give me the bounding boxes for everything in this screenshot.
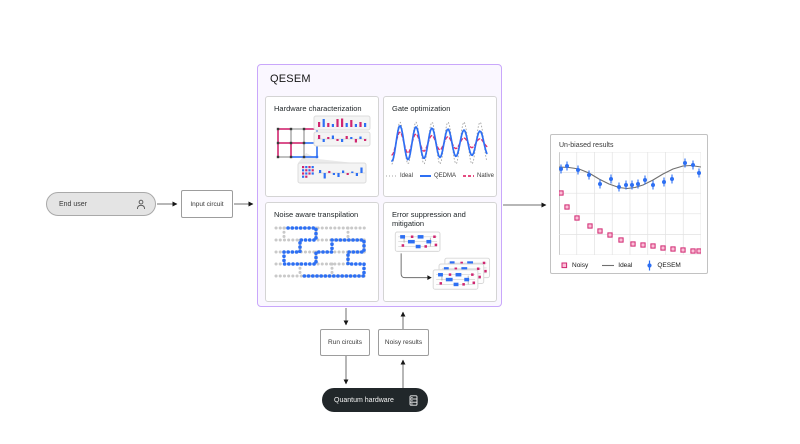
unbiased-results-panel: Un-biased results Noisy Ideal QESEM (550, 134, 708, 274)
results-legend-ideal: Ideal (618, 262, 633, 269)
panel-gate-optimization-title: Gate optimization (392, 104, 451, 113)
noisy-marker-glyph (561, 262, 568, 269)
gate-optimization-legend: Ideal QEDMA Native (384, 173, 496, 179)
characterization-card-1 (313, 115, 371, 131)
qedma-line-glyph (419, 175, 431, 178)
noisy-results-label: Noisy results (384, 339, 423, 346)
panel-error-suppression: Error suppression and mitigation (383, 202, 497, 302)
hardware-characterization-illustration (276, 115, 371, 184)
panel-noise-aware-transpilation: Noise aware transpilation (265, 202, 379, 302)
quantum-hardware-node: Quantum hardware (322, 388, 428, 412)
gate-legend-ideal: Ideal (399, 173, 413, 180)
run-circuits-label: Run circuits (328, 339, 362, 346)
end-user-label: End user (59, 200, 88, 208)
panel-noise-aware-transpilation-title: Noise aware transpilation (274, 210, 359, 219)
unbiased-results-chart (559, 152, 701, 255)
qesem-container: QESEM Hardware characterization (257, 64, 502, 307)
end-user-node: End user (46, 192, 156, 216)
gate-legend-native: Native (477, 173, 495, 180)
characterization-card-2 (313, 131, 371, 147)
unbiased-results-title: Un-biased results (559, 142, 614, 149)
stack-arrow (400, 253, 428, 278)
results-legend-noisy: Noisy (572, 262, 589, 269)
noisy-results-node: Noisy results (378, 329, 429, 356)
panel-gate-optimization: Gate optimization Ideal QEDMA Native (383, 96, 497, 197)
gate-legend-qedma: QEDMA (433, 173, 456, 180)
ideal-marker-glyph (602, 264, 615, 267)
gate-optimization-chart (391, 121, 488, 165)
transpiled-path (282, 226, 366, 279)
characterization-card-3 (297, 162, 367, 184)
qesem-marker-glyph (647, 260, 652, 271)
qubit-lattice-illustration (274, 226, 370, 279)
server-icon (409, 394, 418, 406)
panel-error-suppression-title: Error suppression and mitigation (392, 210, 466, 229)
panel-hardware-characterization-title: Hardware characterization (274, 104, 362, 113)
quantum-hardware-label: Quantum hardware (334, 396, 394, 404)
person-icon (136, 199, 146, 209)
panel-hardware-characterization: Hardware characterization (265, 96, 379, 197)
results-legend-qesem: QESEM (657, 262, 681, 269)
native-line-glyph (463, 175, 474, 178)
circuit-stack-illustration (394, 231, 491, 290)
ideal-line-glyph (385, 175, 397, 177)
input-circuit-node: Input circuit (181, 190, 233, 218)
run-circuits-node: Run circuits (320, 329, 370, 356)
qesem-title: QESEM (270, 73, 311, 85)
input-circuit-label: Input circuit (190, 200, 224, 208)
unbiased-results-legend: Noisy Ideal QESEM (551, 255, 707, 271)
